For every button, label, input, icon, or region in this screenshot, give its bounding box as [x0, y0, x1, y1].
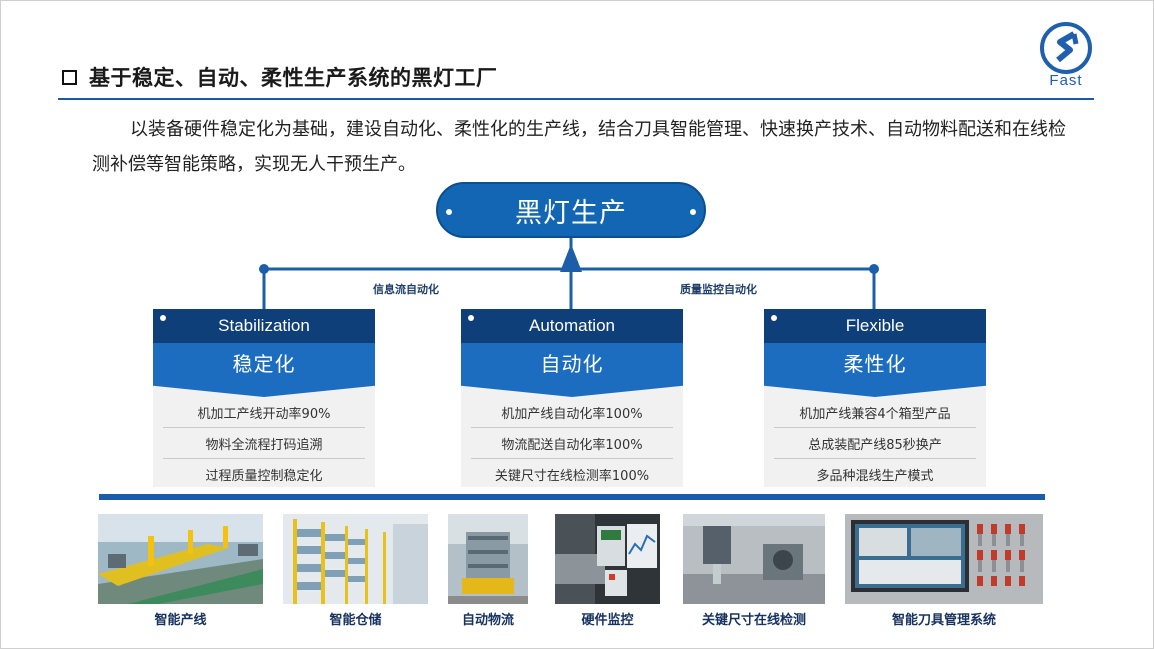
intro-paragraph: 以装备硬件稳定化为基础，建设自动化、柔性化的生产线，结合刀具智能管理、快速换产技… [92, 119, 1066, 175]
card-list: 机加产线自动化率100% 物流配送自动化率100% 关键尺寸在线检测率100% [461, 397, 683, 490]
card-chevron [153, 381, 375, 397]
fast-logo-icon [1040, 22, 1092, 74]
card-title-zh: 自动化 [461, 343, 683, 381]
photo-caption: 智能刀具管理系统 [891, 613, 996, 628]
photo-agv-logistics [448, 514, 528, 604]
photo-caption: 自动物流 [461, 613, 514, 628]
title-bullet-icon [62, 69, 77, 85]
card-header: Stabilization [153, 309, 375, 343]
list-item: 过程质量控制稳定化 [205, 469, 323, 484]
card-dot-icon [468, 315, 474, 321]
connector-label-left: 信息流自动化 [373, 283, 439, 296]
list-item: 机加工产线开动率90% [163, 397, 365, 428]
card-dot-icon [771, 315, 777, 321]
card-title-zh: 稳定化 [153, 343, 375, 381]
card-list: 机加产线兼容4个箱型产品 总成装配产线85秒换产 多品种混线生产模式 [764, 397, 986, 490]
card-stabilization: Stabilization 稳定化 机加工产线开动率90% 物料全流程打码追溯 … [153, 309, 375, 487]
card-header: Flexible [764, 309, 986, 343]
card-automation: Automation 自动化 机加产线自动化率100% 物流配送自动化率100%… [461, 309, 683, 487]
photo-caption: 硬件监控 [581, 613, 634, 628]
title-underline [58, 98, 1094, 100]
list-item: 机加产线兼容4个箱型产品 [774, 397, 976, 428]
production-line-image [98, 514, 263, 604]
photo-caption: 关键尺寸在线检测 [701, 613, 806, 628]
card-flexible: Flexible 柔性化 机加产线兼容4个箱型产品 总成装配产线85秒换产 多品… [764, 309, 986, 487]
list-item: 关键尺寸在线检测率100% [494, 469, 650, 484]
card-title-zh: 柔性化 [764, 343, 986, 381]
page-title: 基于稳定、自动、柔性生产系统的黑灯工厂 [62, 62, 498, 92]
connector-label-right: 质量监控自动化 [680, 283, 757, 296]
list-item: 机加产线自动化率100% [471, 397, 673, 428]
photo-tool-management [845, 514, 1043, 604]
list-item: 物料全流程打码追溯 [163, 428, 365, 459]
tool-management-image [845, 514, 1043, 604]
card-title-en: Stabilization [218, 316, 310, 335]
card-chevron [764, 381, 986, 397]
photo-production-line [98, 514, 263, 604]
card-title-en: Flexible [845, 316, 905, 335]
agv-image [448, 514, 528, 604]
warehouse-image [283, 514, 428, 604]
card-list: 机加工产线开动率90% 物料全流程打码追溯 过程质量控制稳定化 [153, 397, 375, 490]
pill-dot-icon [690, 209, 696, 215]
card-chevron [461, 381, 683, 397]
photo-caption: 智能产线 [154, 613, 207, 628]
photo-online-measurement [683, 514, 825, 604]
page-title-text: 基于稳定、自动、柔性生产系统的黑灯工厂 [89, 66, 498, 90]
pill-dot-icon [446, 209, 452, 215]
center-pill-label: 黑灯生产 [515, 197, 627, 229]
photo-caption: 智能仓储 [329, 613, 382, 628]
online-measurement-image [683, 514, 825, 604]
photo-warehouse [283, 514, 428, 604]
card-title-en: Automation [529, 316, 615, 335]
list-item: 物流配送自动化率100% [471, 428, 673, 459]
center-pill: 黑灯生产 [436, 182, 706, 238]
photo-hardware-monitoring [555, 514, 660, 604]
section-divider [99, 494, 1045, 500]
card-dot-icon [160, 315, 166, 321]
list-item: 多品种混线生产模式 [816, 469, 934, 484]
hardware-monitoring-image [555, 514, 660, 604]
list-item: 总成装配产线85秒换产 [774, 428, 976, 459]
card-header: Automation [461, 309, 683, 343]
logo-text: Fast [1049, 72, 1083, 89]
